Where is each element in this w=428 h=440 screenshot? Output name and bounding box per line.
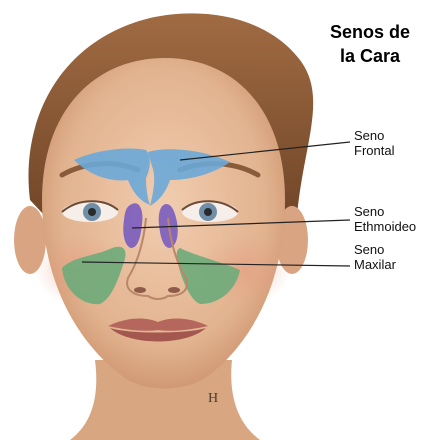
right-nostril xyxy=(168,287,180,293)
title-line-2: la Cara xyxy=(318,44,422,68)
label-frontal-sinus: Seno Frontal xyxy=(354,128,394,158)
title-line-1: Senos de xyxy=(318,20,422,44)
label-frontal-line-2: Frontal xyxy=(354,143,394,158)
label-maxillary-line-1: Seno xyxy=(354,242,396,257)
label-ethmoid-line-2: Ethmoideo xyxy=(354,219,416,234)
label-ethmoid-line-1: Seno xyxy=(354,204,416,219)
label-maxillary-line-2: Maxilar xyxy=(354,257,396,272)
label-frontal-line-1: Seno xyxy=(354,128,394,143)
diagram-title: Senos de la Cara xyxy=(318,20,422,68)
label-ethmoid-sinus: Seno Ethmoideo xyxy=(354,204,416,234)
left-nostril xyxy=(134,287,146,293)
label-maxillary-sinus: Seno Maxilar xyxy=(354,242,396,272)
artist-signature: H xyxy=(208,391,218,406)
